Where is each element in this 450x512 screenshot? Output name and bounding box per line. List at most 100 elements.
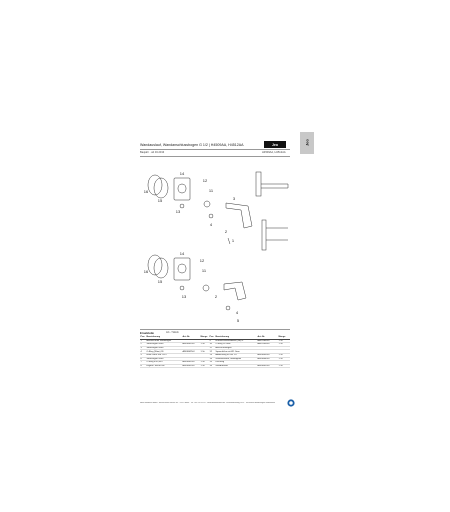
table-cell: A963803NU	[257, 353, 278, 358]
bushing-top	[208, 213, 214, 219]
col-art: Art.-Nr.	[182, 336, 200, 340]
table-cell: O-Ring 26 Satz	[215, 342, 257, 347]
table-cell: Rückflussverhinderer (Set) 5	[215, 339, 257, 344]
table-cell: A963802NU	[182, 349, 200, 354]
ref-spout-top	[261, 183, 289, 189]
parts-header-row: Pos. Bezeichnung Art.-Nr. Menge Pos. Bez…	[140, 336, 290, 340]
table-cell	[278, 349, 290, 354]
table-cell	[257, 360, 278, 365]
table-cell: Strahlregler Wien	[146, 346, 182, 351]
table-cell: 16	[209, 364, 215, 369]
parts-subtitle: Art. / Stück	[166, 331, 179, 334]
brand-logo-icon	[287, 399, 295, 407]
table-cell	[200, 339, 209, 344]
callout-top-1: 1	[232, 238, 235, 243]
callout-top-2: 2	[225, 229, 228, 234]
o-ring-top	[203, 200, 211, 208]
table-cell: Spannhülse mit Wf. Sem	[215, 349, 257, 354]
col-art-r: Art.-Nr.	[257, 336, 278, 340]
table-cell: Anschlussbogen	[215, 346, 257, 351]
col-name: Bezeichnung	[146, 336, 182, 340]
meta-date: Baujahr · ab 04.2013	[140, 151, 165, 154]
table-cell	[182, 339, 200, 344]
col-pos: Pos.	[140, 336, 146, 340]
table-cell: 1 St.	[200, 360, 209, 365]
callout-bot-14: 14	[180, 251, 185, 256]
table-cell: 14	[209, 357, 215, 362]
table-cell: 7	[140, 360, 146, 365]
table-cell: 1 St.	[278, 339, 290, 344]
table-cell: Gefällerosette, montagefix	[215, 357, 257, 362]
table-cell: 1 St.	[278, 364, 290, 369]
table-cell: 5	[140, 353, 146, 358]
table-cell: 1 St.	[278, 353, 290, 358]
table-cell: A861589NU	[257, 339, 278, 344]
table-cell: Auslauf ohne Strahlregler	[146, 339, 182, 344]
ref-wall-mid	[261, 219, 267, 251]
page-title: Wandauslauf, Wandanschlussbogen G 1/2 | …	[140, 143, 244, 147]
col-pos-r: Pos.	[209, 336, 215, 340]
aerator-top	[227, 237, 231, 245]
ref-wall-top	[255, 171, 262, 197]
table-cell: Strahlregler Wien	[146, 357, 182, 362]
table-cell: Halb- Rohr Wd. 32/3	[146, 353, 182, 358]
footer-text: Ideal Standard GmbH · Euskirchener Straß…	[140, 402, 275, 404]
col-name-r: Bezeichnung	[215, 336, 257, 340]
table-cell	[278, 360, 290, 365]
table-cell: 1 St.	[278, 342, 290, 347]
table-cell: Abdeckung 60 DN 1/2	[215, 353, 257, 358]
callout-top-15: 15	[158, 198, 163, 203]
table-cell: A861590NU	[257, 342, 278, 347]
table-cell	[182, 353, 200, 358]
ref-dims	[266, 227, 288, 241]
table-cell	[200, 353, 209, 358]
table-cell: 1 St.	[200, 364, 209, 369]
small-nut	[179, 203, 185, 209]
table-cell: A963802NU	[182, 360, 200, 365]
aerator-b	[225, 305, 231, 311]
spout-b	[223, 281, 247, 301]
table-cell	[200, 357, 209, 362]
callout-top-3: 3	[233, 196, 236, 201]
table-cell: 4	[140, 349, 146, 354]
col-qty-r: Menge	[278, 336, 290, 340]
cover-hole	[177, 183, 187, 194]
callout-top-4: 4	[210, 222, 213, 227]
parts-title: Ersatzteile	[140, 331, 154, 335]
parts-rule	[140, 329, 290, 330]
header-rule	[140, 149, 290, 150]
meta-rule	[140, 156, 290, 157]
callout-bot-12: 12	[200, 258, 205, 263]
cover-plate-b	[173, 257, 191, 281]
table-cell	[182, 357, 200, 362]
table-cell	[257, 349, 278, 354]
table-cell: A963802NU	[257, 364, 278, 369]
table-cell: Wandrosette	[215, 364, 257, 369]
table-cell: 10	[209, 342, 215, 347]
side-tab: Jeo	[300, 132, 314, 154]
table-cell: A963802NU	[182, 364, 200, 369]
table-cell: O-Ring 43/3,5x3	[146, 360, 182, 365]
table-cell	[278, 346, 290, 351]
table-cell: 1 St.	[200, 349, 209, 354]
table-cell: 11	[209, 346, 215, 351]
table-cell: 12	[209, 349, 215, 354]
brand-badge: Jeo	[264, 141, 286, 148]
wall-rosette-ring	[147, 174, 163, 196]
table-cell: A963802NU	[182, 342, 200, 347]
cover-hole-b	[177, 263, 187, 274]
spout-top	[225, 202, 253, 229]
bottom-assembly	[147, 254, 247, 311]
callout-top-12: 12	[203, 178, 208, 183]
table-cell: Strahlregler Wien	[146, 342, 182, 347]
callout-top-11: 11	[209, 188, 214, 193]
seal-ring	[153, 177, 169, 199]
callout-bot-13: 13	[182, 294, 187, 299]
